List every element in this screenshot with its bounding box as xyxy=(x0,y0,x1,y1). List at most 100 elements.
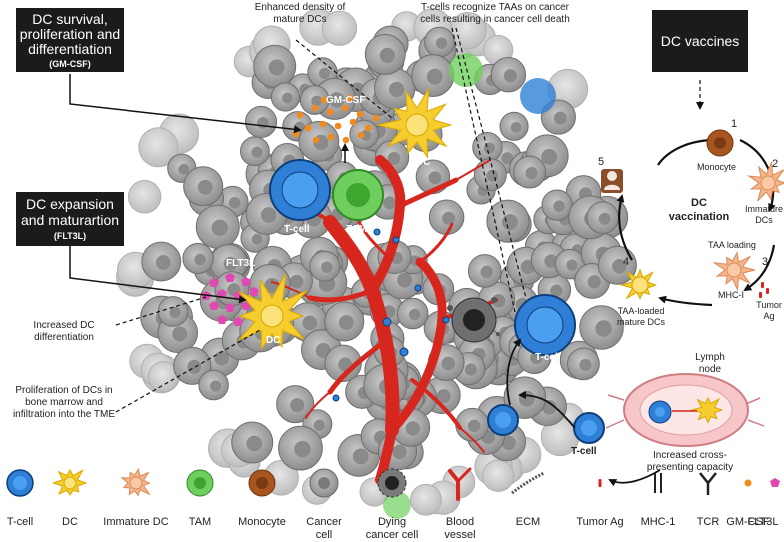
gmcsf-dot xyxy=(334,122,342,130)
legend-label-tcr: TCR xyxy=(696,516,720,528)
gmcsf-dot xyxy=(296,111,304,119)
step-1: 1 xyxy=(731,118,738,130)
monocyte-label: Monocyte xyxy=(697,162,737,172)
cancer-cell xyxy=(486,199,530,243)
gmcsf-cytokines xyxy=(292,94,380,144)
tcell-left xyxy=(269,159,331,221)
vaccination-cycle xyxy=(616,136,776,307)
lymph-node-label: Lymph node xyxy=(695,352,725,375)
cancer-cell xyxy=(490,56,527,93)
step-2: 2 xyxy=(772,158,779,170)
legend-label-dc: DC xyxy=(62,516,78,528)
legend-tcr-icon xyxy=(699,472,717,495)
patient-icon xyxy=(601,169,623,193)
cancer-cell xyxy=(239,136,270,167)
gmcsf-dot xyxy=(346,94,354,102)
cancer-cell xyxy=(364,33,406,75)
dc-vaccines-title: DC vaccines xyxy=(660,33,740,49)
legend-flt3l-icon xyxy=(770,478,780,487)
cancer-cell xyxy=(309,250,341,282)
cancer-cell xyxy=(541,189,573,221)
tcell-migrating xyxy=(487,404,519,436)
legend-label-monocyte: Monocyte xyxy=(238,516,286,528)
dying-cancer-cell xyxy=(447,297,500,343)
migration-arrows xyxy=(506,338,661,487)
dc-top-cell xyxy=(376,88,453,160)
legend-label-tam: TAM xyxy=(188,516,212,528)
cancer-cell xyxy=(597,245,637,285)
legend-monocyte-icon xyxy=(248,469,276,497)
legend-ecm-icon xyxy=(511,471,545,495)
cancer-cell xyxy=(253,44,297,88)
gmcsf-dot xyxy=(304,124,312,132)
dc-expansion-box: DC expansion and maturartion (FLT3L) xyxy=(16,192,124,246)
cancer-cell xyxy=(299,85,330,115)
dc-survival-sub: (GM-CSF) xyxy=(49,59,91,69)
increased-diff-text: Increased DC differentiation xyxy=(33,320,95,343)
dc-survival-box: DC survival, proliferation and different… xyxy=(16,8,124,72)
loaded-dcs-label: TAA-loaded mature DCs xyxy=(616,306,665,327)
legend-cancer-cell-icon xyxy=(309,468,339,498)
legend-gmcsf-icon xyxy=(744,479,752,487)
cancer-cell xyxy=(195,204,240,249)
cancer-cell xyxy=(467,254,502,288)
immature-dcs-label: Immature DCs xyxy=(744,204,783,225)
legend-label-gmcsf: GM-CSF xyxy=(726,516,770,528)
cancer-cell xyxy=(586,201,620,235)
cancer-cell xyxy=(173,346,212,385)
gmcsf-dot xyxy=(349,118,357,126)
cancer-cell xyxy=(472,132,503,163)
flt3l-label: FLT3L xyxy=(226,258,256,269)
cancer-cell xyxy=(157,296,189,327)
cancer-cell xyxy=(141,241,182,282)
cancer-cell-faint xyxy=(321,10,358,46)
cancer-cell-faint xyxy=(127,180,162,214)
legend-label-tumor-ag: Tumor Ag xyxy=(576,516,624,528)
cancer-cell xyxy=(182,242,214,275)
lymph-node xyxy=(605,373,765,447)
gmcsf-dot xyxy=(320,96,328,104)
tam-label: TAM xyxy=(346,224,367,235)
mhc-label: MHC-I xyxy=(718,290,744,300)
cancer-cell xyxy=(209,243,248,282)
cancer-cell xyxy=(231,421,274,464)
legend-dying-cancer-icon xyxy=(377,468,407,498)
cancer-cell xyxy=(278,425,323,471)
cancer-cell xyxy=(411,54,455,98)
gmcsf-dot xyxy=(341,104,349,112)
cancer-cell xyxy=(244,105,278,138)
proliferation-text: Proliferation of DCs in bone marrow and … xyxy=(12,385,116,420)
cancer-cell xyxy=(198,369,229,401)
legend-label-cancer-cell: Cancer cell xyxy=(306,516,342,541)
dc-vaccines-box: DC vaccines xyxy=(652,10,748,72)
cancer-cell xyxy=(276,385,315,424)
taa-loading-label: TAA loading xyxy=(708,240,756,250)
tcells-recognize-text: T-cells recognize TAAs on cancer cells r… xyxy=(420,2,570,25)
gmcsf-dot xyxy=(311,104,319,112)
cancer-cell-faint xyxy=(138,127,179,168)
legend-label-blood-vessel: Blood vessel xyxy=(444,516,476,541)
annotation-arrows xyxy=(69,74,349,304)
tcell-out xyxy=(573,412,605,444)
legend-label-mhc: MHC-1 xyxy=(640,516,676,528)
flt3l-marker xyxy=(217,289,227,298)
gmcsf-dot xyxy=(357,131,365,139)
legend-label-ecm: ECM xyxy=(515,516,541,528)
legend-dc-icon xyxy=(51,468,88,496)
tcell-left-label: T-cell xyxy=(284,224,310,235)
tcell-right xyxy=(514,294,576,356)
cancer-cell-faint xyxy=(482,459,515,492)
gmcsf-label: GM-CSF xyxy=(326,95,366,106)
cancer-cell xyxy=(183,166,224,207)
flt3l-marker xyxy=(225,273,235,282)
legend-label-flt3l: FLT3L xyxy=(747,516,779,528)
legend-immature-dc-icon xyxy=(120,467,151,497)
tcell-edge xyxy=(520,78,556,114)
flt3l-marker xyxy=(209,278,219,287)
dc-top-label: DC xyxy=(416,157,431,168)
tumor-ag-dots xyxy=(759,282,769,298)
flt3l-marker xyxy=(209,301,219,310)
loaded-dc-cell xyxy=(619,268,658,300)
step-3: 3 xyxy=(762,256,769,268)
flt3l-marker xyxy=(241,277,251,286)
